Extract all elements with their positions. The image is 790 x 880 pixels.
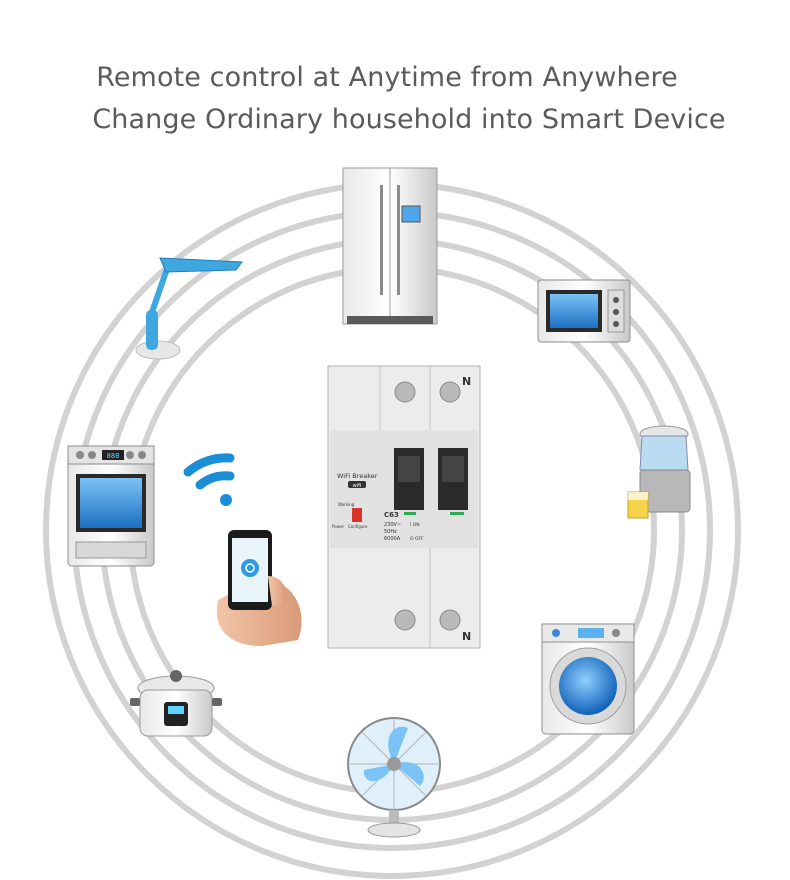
breaker-working-label: Working <box>338 502 355 507</box>
oven-icon: 888 <box>67 445 155 567</box>
oven-display: 888 <box>107 452 120 460</box>
refrigerator-icon <box>342 167 438 325</box>
breaker-pole-top: N <box>462 375 471 388</box>
breaker-brand: WiFi Breaker <box>337 472 378 480</box>
headline-line-2: Change Ordinary household into Smart Dev… <box>92 104 726 135</box>
breaker-pole-bottom: N <box>462 630 471 643</box>
breaker-power-label: Power <box>332 524 344 529</box>
breaker-config-label: Configure <box>348 524 368 529</box>
breaker-frequency: 50Hz <box>384 529 397 535</box>
breaker-on-label: I ON <box>410 522 420 528</box>
fan-icon <box>347 717 441 838</box>
breaker-model: C63 <box>384 511 399 519</box>
wifi-icon <box>183 453 235 506</box>
breaker-off-label: O OFF <box>410 536 424 542</box>
washing-machine-icon <box>541 623 635 735</box>
breaker-wifi-badge: wifi <box>353 483 362 489</box>
desk-lamp-icon <box>135 257 243 360</box>
smartphone-hand-icon <box>216 530 302 646</box>
wifi-breaker-device: N N WiFi Breaker wifi Working Power Conf… <box>327 365 481 649</box>
microwave-icon <box>537 279 631 343</box>
headline-line-1: Remote control at Anytime from Anywhere <box>96 62 678 93</box>
rice-cooker-icon <box>130 670 222 737</box>
breaker-voltage: 230V~ <box>384 522 401 528</box>
breaker-capacity: 6000A <box>384 536 401 542</box>
juicer-icon <box>627 425 691 519</box>
